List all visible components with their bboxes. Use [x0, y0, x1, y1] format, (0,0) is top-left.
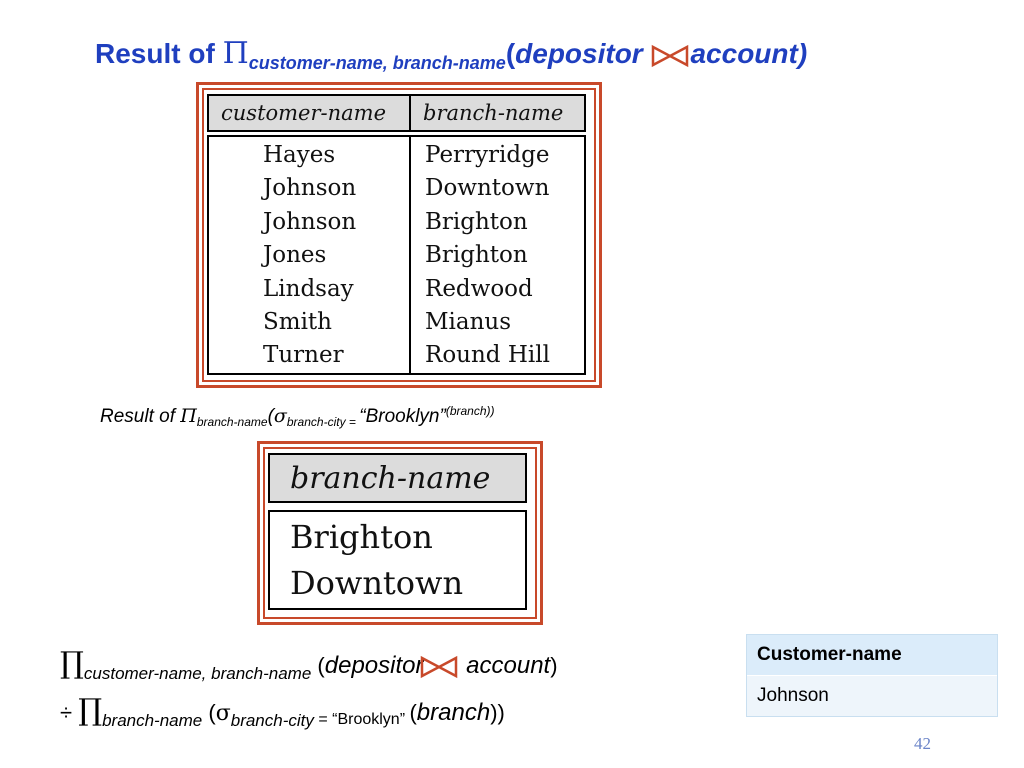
table2-header-branch-name: branch-name — [290, 460, 491, 496]
expr2-sigma-symbol: σ — [215, 701, 231, 726]
expr2-close: )) — [490, 700, 505, 725]
result-value: Johnson — [747, 676, 997, 716]
table2-header: branch-name — [268, 453, 527, 503]
expr1-open: ( — [311, 653, 325, 678]
table1-col-customer-name: Hayes Johnson Johnson Jones Lindsay Smit… — [209, 137, 411, 373]
expr2-subscript: branch-name — [102, 711, 203, 730]
expr2-divide-symbol: ÷ — [60, 700, 79, 725]
table-row: Brighton — [290, 518, 433, 556]
title-pi-symbol: Π — [222, 36, 249, 71]
table1-body: Hayes Johnson Johnson Jones Lindsay Smit… — [207, 135, 586, 375]
expression-line-1: ∏customer-name, branch-name (depositor a… — [60, 646, 558, 684]
expression-line-2: ÷ ∏branch-name (σbranch-city = “Brooklyn… — [60, 693, 505, 731]
table2-col-branch-name: Brighton Downtown — [270, 512, 525, 608]
table-row: Hayes — [263, 142, 336, 168]
natural-join-icon — [421, 656, 458, 679]
table-row: Smith — [263, 309, 332, 336]
expr2-equals-value: = “Brooklyn” — [313, 711, 410, 728]
page-number: 42 — [914, 734, 931, 753]
expr2-branch-relation: branch — [416, 699, 491, 726]
table-row: Perryridge — [425, 142, 550, 168]
slide-title: Result of Πcustomer-name, branch-name(de… — [95, 36, 995, 74]
title-open-paren: ( — [505, 38, 516, 69]
table1-col-branch-name: Perryridge Downtown Brighton Brighton Re… — [411, 137, 584, 373]
result-header: Customer-name — [747, 635, 997, 676]
table-row: Downtown — [290, 564, 464, 602]
natural-join-icon — [652, 44, 689, 67]
expr2-pi-symbol: ∏ — [78, 693, 103, 728]
table-row: Lindsay — [263, 275, 354, 302]
table-row: Johnson — [263, 175, 357, 202]
expr1-close: ) — [550, 653, 558, 678]
subtitle-value: “Brooklyn” — [359, 406, 446, 427]
title-left-relation: depositor — [515, 38, 643, 69]
title-prefix: Result of — [95, 38, 223, 69]
expr1-right-relation: account — [459, 652, 551, 679]
title-subscript: customer-name, branch-name — [248, 53, 506, 73]
table1-header: customer-name branch-name — [207, 94, 586, 132]
result-table: Customer-name Johnson — [746, 634, 998, 717]
title-right-relation: account) — [690, 38, 808, 69]
subtitle-expression: Result of Πbranch-name(σbranch-city = “B… — [100, 404, 495, 429]
expr2-open: ( — [202, 700, 216, 725]
table-row: Jones — [263, 242, 327, 269]
table-row: Brighton — [425, 242, 528, 269]
expr2-subscript2: branch-city — [230, 711, 314, 730]
expr2-open2: ( — [409, 700, 417, 725]
subtitle-sup: (branch)) — [445, 404, 495, 418]
subtitle-prefix: Result of — [100, 406, 181, 427]
table-row: Turner — [263, 342, 344, 369]
table-row: Redwood — [425, 275, 533, 302]
subtitle-sub2: branch-city = — [286, 415, 360, 429]
table-row: Johnson — [263, 208, 357, 235]
table1-header-customer-name: customer-name — [209, 96, 411, 130]
table-row: Mianus — [425, 309, 512, 336]
subtitle-open: ( — [267, 406, 274, 427]
table2-body: Brighton Downtown — [268, 510, 527, 610]
subtitle-sigma-symbol: σ — [273, 405, 287, 427]
table-row: Round Hill — [425, 342, 550, 369]
subtitle-pi-symbol: Π — [180, 405, 197, 427]
expr1-pi-symbol: ∏ — [60, 646, 84, 681]
table-row: Brighton — [425, 208, 528, 235]
expr1-subscript: customer-name, branch-name — [83, 664, 312, 683]
table-row: Downtown — [425, 175, 550, 202]
table1-header-branch-name: branch-name — [423, 101, 564, 125]
expr1-left-relation: depositor — [324, 652, 424, 679]
subtitle-sub1: branch-name — [196, 415, 268, 429]
